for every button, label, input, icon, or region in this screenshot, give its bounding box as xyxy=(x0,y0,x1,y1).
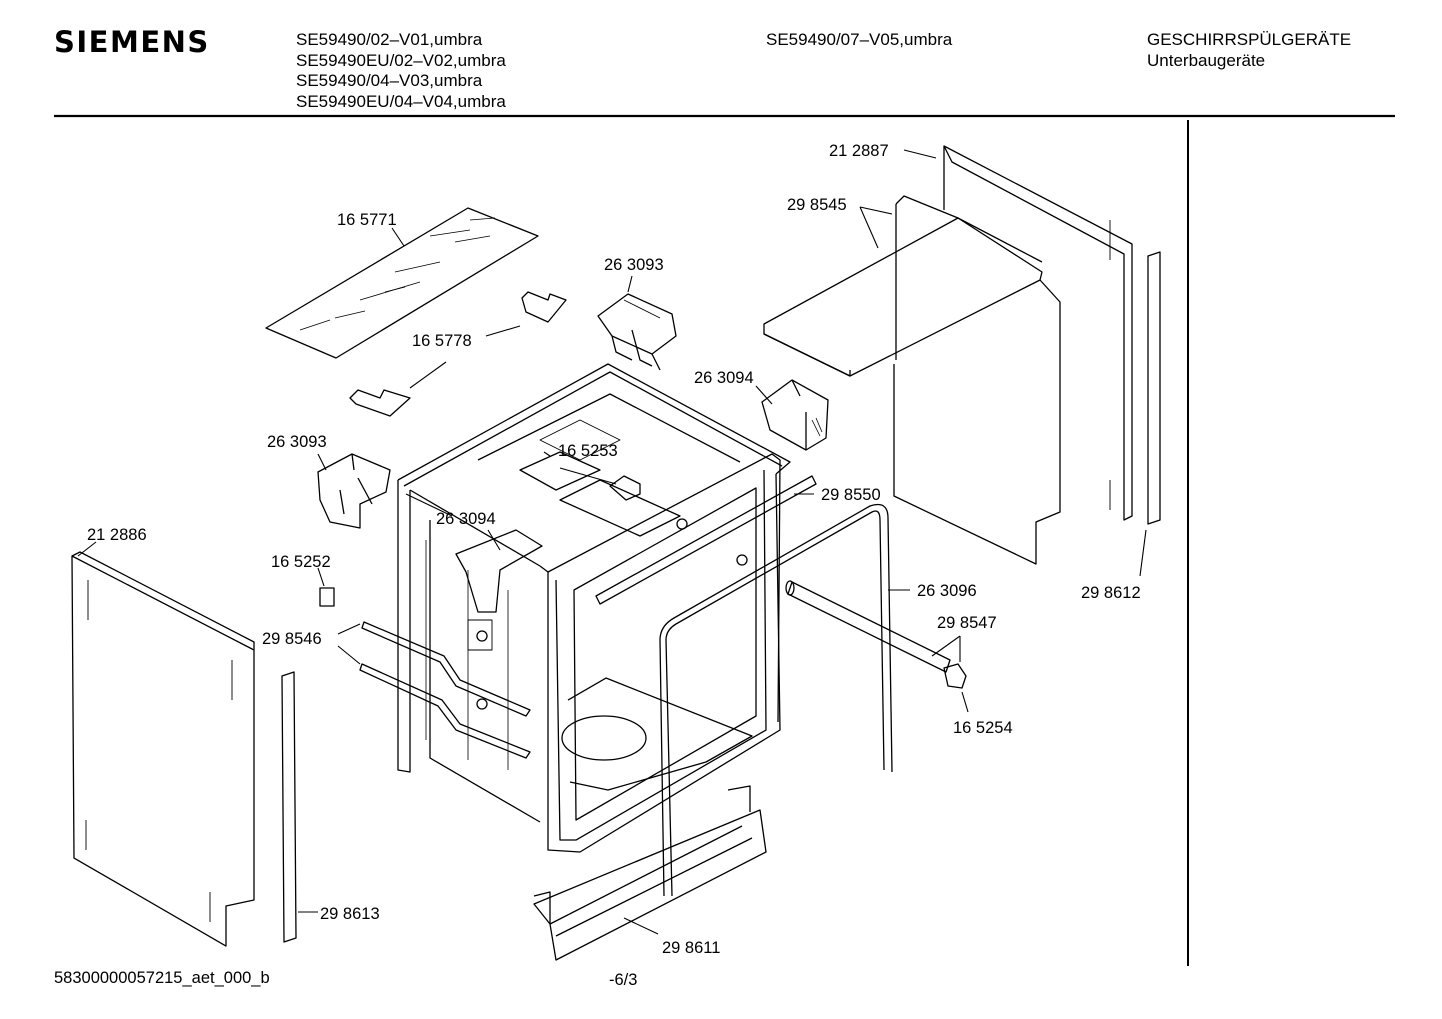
part-label: 21 2887 xyxy=(829,142,889,160)
part-16-5771-strip xyxy=(265,207,539,359)
part-tub xyxy=(397,363,791,853)
part-label: 16 5254 xyxy=(953,719,1013,737)
part-29-8612-strip xyxy=(1147,251,1161,525)
part-label: 29 8612 xyxy=(1081,584,1141,602)
model-line: SE59490EU/04–V04,umbra xyxy=(296,91,506,111)
part-21-2887-panel xyxy=(943,145,1133,521)
part-label: 29 8545 xyxy=(787,196,847,214)
model-line: SE59490EU/02–V02,umbra xyxy=(296,50,506,70)
part-26-3094-left xyxy=(455,529,543,613)
part-label: 29 8613 xyxy=(320,905,380,923)
part-16-5254-cap xyxy=(943,663,967,689)
document-id: 58300000057215_aet_000_b xyxy=(54,969,270,987)
part-label: 29 8550 xyxy=(821,486,881,504)
part-label: 16 5252 xyxy=(271,553,331,571)
part-label: 16 5253 xyxy=(558,442,618,460)
category-subtitle: Unterbaugeräte xyxy=(1147,50,1266,70)
category-title: GESCHIRRSPÜLGERÄTE xyxy=(1147,30,1352,49)
part-label: 26 3094 xyxy=(694,369,754,387)
model-line: SE59490/07–V05,umbra xyxy=(766,30,953,49)
part-29-8545-board xyxy=(763,195,1061,565)
part-label: 26 3096 xyxy=(917,582,977,600)
model-list-2: SE59490/07–V05,umbra xyxy=(766,30,952,51)
part-29-8547-tube xyxy=(785,580,951,673)
part-29-8613-strip xyxy=(281,671,297,943)
part-29-8550-bar xyxy=(595,475,817,605)
part-29-8611-plinth xyxy=(533,785,767,961)
part-label: 16 5771 xyxy=(337,211,397,229)
part-label: 29 8611 xyxy=(662,939,721,957)
part-26-3093-upper xyxy=(597,293,677,371)
category-block: GESCHIRRSPÜLGERÄTE Unterbaugeräte xyxy=(1147,30,1351,71)
part-29-8546-rails xyxy=(359,621,531,759)
part-label: 26 3093 xyxy=(604,256,664,274)
part-26-3094-upper xyxy=(761,379,829,451)
part-label: 29 8547 xyxy=(937,614,997,632)
part-16-5252-clip xyxy=(319,587,335,607)
model-line: SE59490/04–V03,umbra xyxy=(296,71,483,90)
part-label: 26 3093 xyxy=(267,433,327,451)
part-26-3093-left xyxy=(317,453,391,529)
part-16-5778-brackets xyxy=(349,291,567,417)
model-list-1: SE59490/02–V01,umbra SE59490EU/02–V02,um… xyxy=(296,30,506,112)
page-number: -6/3 xyxy=(609,971,638,989)
part-label: 26 3094 xyxy=(436,510,496,528)
part-label: 16 5778 xyxy=(412,332,472,350)
model-line: SE59490/02–V01,umbra xyxy=(296,30,483,49)
siemens-logo: SIEMENS xyxy=(54,25,210,59)
part-label: 29 8546 xyxy=(262,630,322,648)
leader-lines xyxy=(77,149,1147,935)
part-16-5253 xyxy=(609,475,641,501)
part-label: 21 2886 xyxy=(87,526,147,544)
part-21-2886-panel xyxy=(71,551,255,947)
